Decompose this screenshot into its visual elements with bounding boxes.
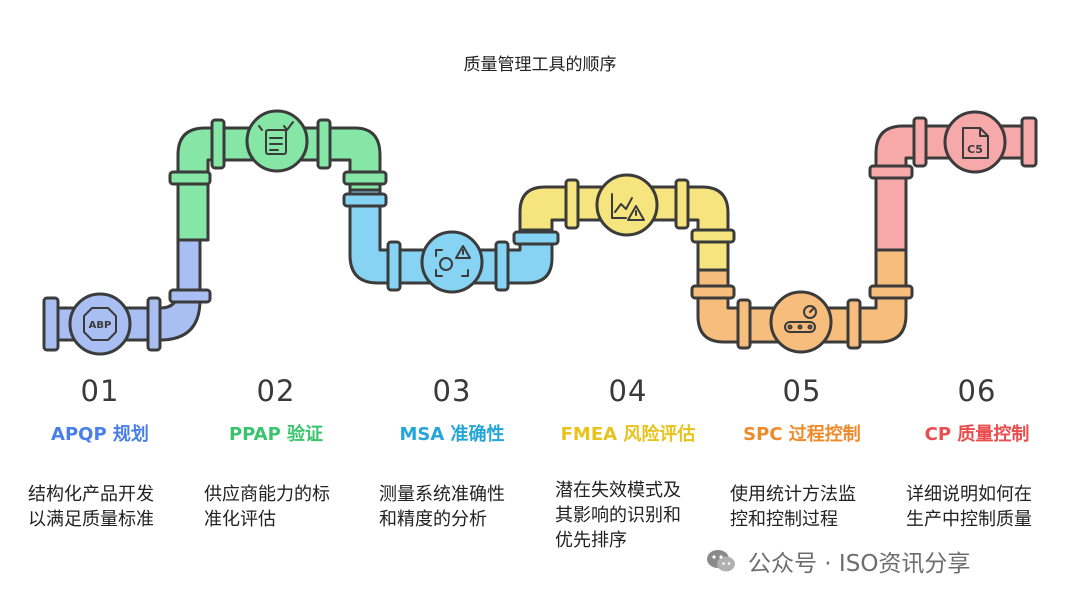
flange bbox=[674, 178, 690, 230]
checklist-icon bbox=[258, 121, 294, 155]
description-line: 详细说明如何在 bbox=[906, 484, 1032, 505]
flange bbox=[512, 230, 560, 246]
flange bbox=[1020, 116, 1038, 168]
description-line: 以满足质量标准 bbox=[28, 509, 154, 530]
description-line: 优先排序 bbox=[555, 530, 627, 551]
step-6: 06 CP 质量控制 bbox=[892, 374, 1062, 446]
step-5: 05 SPC 过程控制 bbox=[717, 374, 887, 446]
step-label: SPC 过程控制 bbox=[743, 424, 861, 445]
abp-icon-text: ABP bbox=[89, 320, 112, 331]
flange bbox=[168, 170, 212, 186]
control-plan-doc-icon: C5 bbox=[962, 127, 989, 159]
watermark-text: 公众号 · ISO资讯分享 bbox=[748, 551, 971, 577]
step-label: CP 质量控制 bbox=[924, 424, 1030, 445]
flange bbox=[846, 298, 862, 350]
diagram-title: 质量管理工具的顺序 bbox=[463, 55, 617, 75]
description-line: 其影响的识别和 bbox=[555, 505, 681, 526]
flange bbox=[494, 240, 510, 292]
cp-icon-text: C5 bbox=[967, 143, 983, 156]
flange bbox=[342, 170, 388, 186]
step-label: PPAP 验证 bbox=[228, 424, 324, 445]
step-4: 04 FMEA 风险评估 bbox=[543, 374, 713, 446]
flange bbox=[868, 284, 914, 300]
flange bbox=[42, 296, 60, 352]
step-number: 03 bbox=[432, 374, 472, 408]
flange bbox=[168, 288, 212, 304]
flange bbox=[690, 228, 736, 244]
flange bbox=[342, 192, 388, 208]
description-line: 结构化产品开发 bbox=[28, 484, 154, 505]
flange bbox=[210, 118, 226, 170]
description-line: 准化评估 bbox=[204, 509, 276, 530]
step-number: 06 bbox=[957, 374, 997, 408]
risk-chart-icon bbox=[611, 193, 645, 221]
flange bbox=[386, 240, 402, 292]
step-5-description: 使用统计方法监 控和控制过程 bbox=[730, 482, 890, 532]
description-line: 潜在失效模式及 bbox=[555, 480, 681, 501]
step-label: FMEA 风险评估 bbox=[560, 424, 696, 445]
measurement-warning-icon bbox=[435, 245, 471, 277]
wechat-icon bbox=[707, 550, 735, 572]
abp-sign-icon: ABP bbox=[83, 307, 117, 341]
flange bbox=[912, 116, 928, 168]
control-plan-doc-icon-circle bbox=[943, 110, 1007, 174]
process-gauge-icon bbox=[784, 305, 817, 333]
description-line: 和精度的分析 bbox=[379, 509, 487, 530]
step-number: 05 bbox=[782, 374, 822, 408]
flange bbox=[868, 164, 914, 180]
checklist-icon-circle bbox=[245, 109, 309, 173]
flange bbox=[316, 118, 332, 170]
flange bbox=[146, 296, 162, 352]
step-2-description: 供应商能力的标 准化评估 bbox=[204, 482, 364, 532]
step-2: 02 PPAP 验证 bbox=[191, 374, 361, 446]
description-line: 控和控制过程 bbox=[730, 509, 838, 530]
watermark: 公众号 · ISO资讯分享 bbox=[704, 544, 970, 578]
step-3-description: 测量系统准确性 和精度的分析 bbox=[379, 482, 539, 532]
step-1: 01 APQP 规划 bbox=[15, 374, 185, 446]
description-line: 测量系统准确性 bbox=[379, 484, 505, 505]
step-number: 02 bbox=[256, 374, 296, 408]
flange bbox=[736, 298, 752, 350]
flange bbox=[690, 284, 736, 300]
description-line: 使用统计方法监 bbox=[730, 484, 856, 505]
step-3: 03 MSA 准确性 bbox=[367, 374, 537, 446]
flange bbox=[564, 178, 580, 230]
step-4-description: 潜在失效模式及 其影响的识别和 优先排序 bbox=[555, 478, 715, 553]
step-6-description: 详细说明如何在 生产中控制质量 bbox=[906, 482, 1066, 532]
description-line: 供应商能力的标 bbox=[204, 484, 330, 505]
step-1-description: 结构化产品开发 以满足质量标准 bbox=[28, 482, 188, 532]
description-line: 生产中控制质量 bbox=[906, 509, 1032, 530]
step-number: 01 bbox=[80, 374, 120, 408]
risk-chart-icon-circle bbox=[595, 173, 659, 237]
abp-sign-icon-circle bbox=[68, 292, 132, 356]
step-label: APQP 规划 bbox=[51, 424, 149, 445]
step-label: MSA 准确性 bbox=[399, 424, 505, 445]
step-number: 04 bbox=[608, 374, 648, 408]
